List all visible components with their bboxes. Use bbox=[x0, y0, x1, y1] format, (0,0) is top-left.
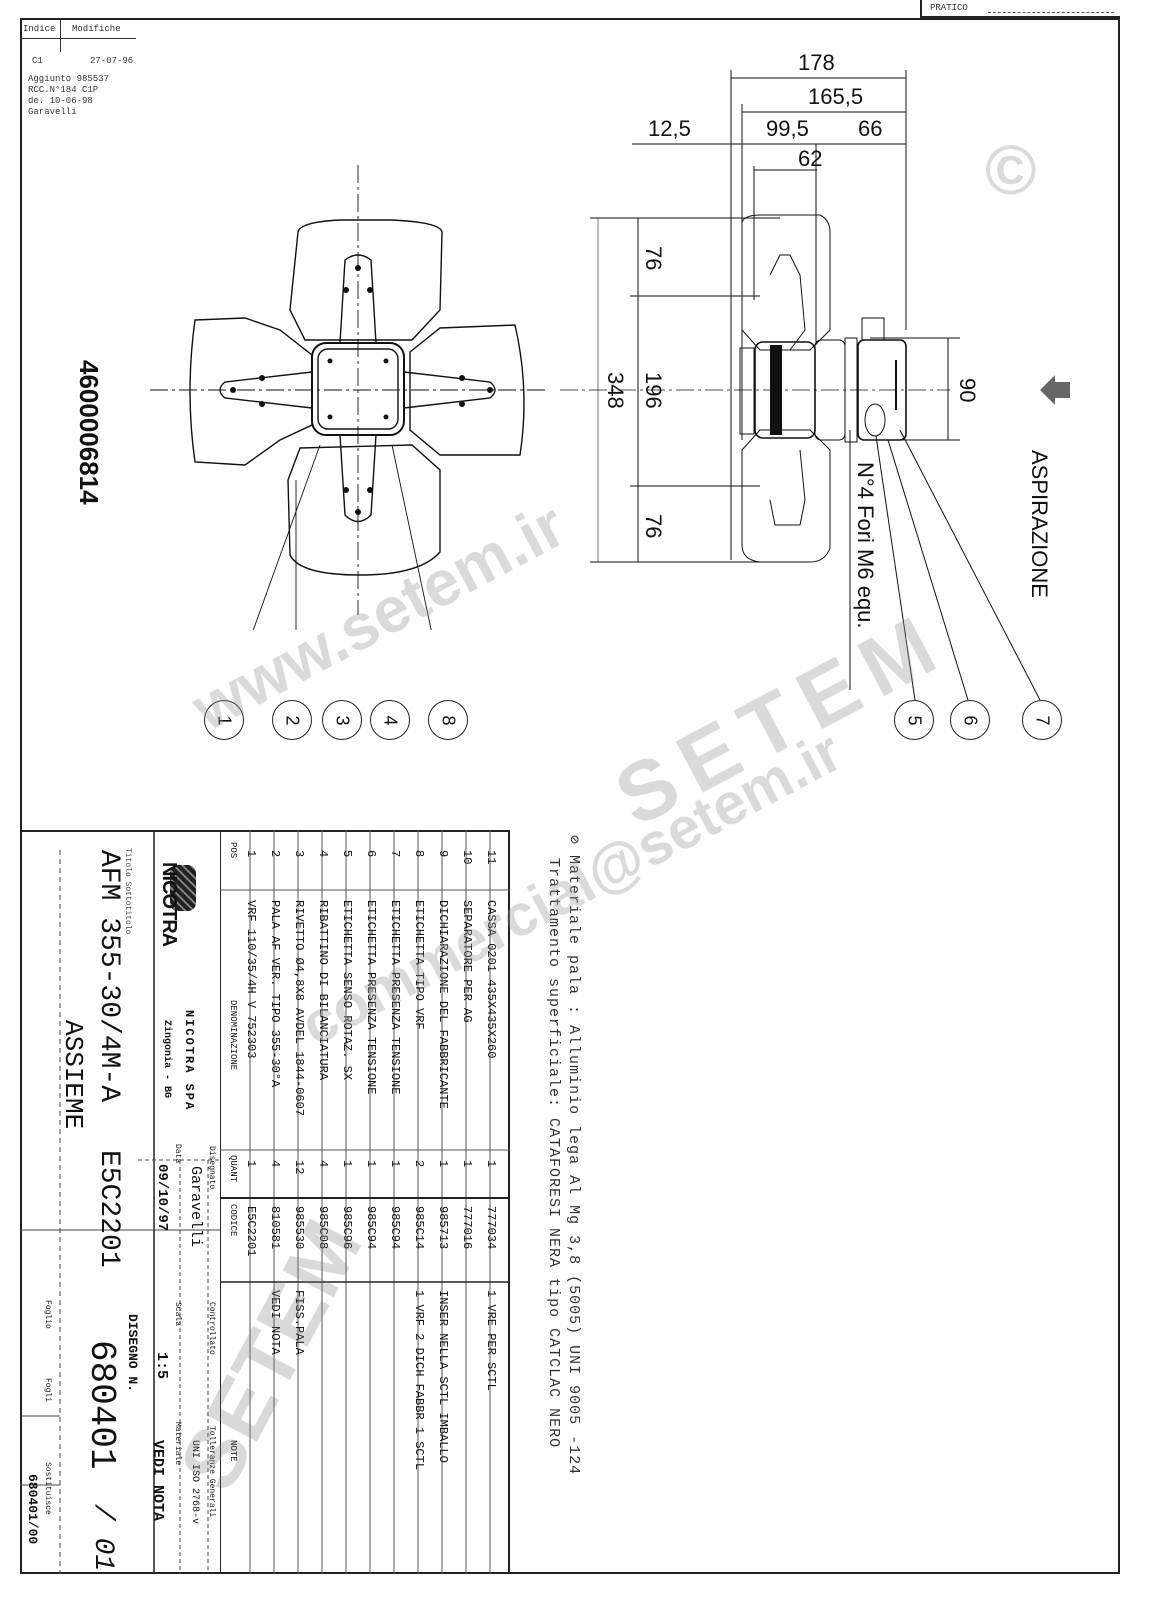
company-logo-text: NICOTRA bbox=[158, 862, 180, 947]
balloon-5: 5 bbox=[894, 700, 934, 740]
balloon-4: 4 bbox=[370, 700, 410, 740]
dim-348: 348 bbox=[603, 372, 628, 409]
dim-76-top: 76 bbox=[641, 246, 666, 271]
bom-header-qty: QUANT bbox=[228, 1155, 238, 1183]
pratico-line bbox=[988, 12, 1114, 13]
balloon-3: 3 bbox=[322, 700, 362, 740]
scale-value: 1:5 bbox=[153, 1352, 170, 1380]
checked-label: Controllato bbox=[207, 1302, 216, 1355]
material-value: VEDI NOTA bbox=[149, 1440, 166, 1522]
dim-196: 196 bbox=[641, 372, 666, 409]
tolerance-label: Tolleranze Generali bbox=[207, 1426, 216, 1518]
balloon-1: 1 bbox=[204, 700, 244, 740]
model-name: AFM 355-30/4M-A bbox=[93, 850, 124, 1103]
dim-90: 90 bbox=[955, 378, 980, 403]
dim-178: 178 bbox=[798, 50, 835, 75]
pratico-box: PRATICO bbox=[920, 0, 1120, 18]
dim-99-5: 99,5 bbox=[766, 116, 809, 141]
nicotra-logo bbox=[170, 865, 200, 955]
assembly-subtitle: ASSIEME bbox=[58, 1020, 88, 1130]
dim-76-bottom: 76 bbox=[641, 514, 666, 539]
revision-date: 27-07-96 bbox=[90, 56, 134, 66]
fan-front-view bbox=[150, 165, 545, 630]
replaces-label: Sostituisce bbox=[43, 1462, 52, 1515]
bom-header-pos: POS bbox=[228, 842, 238, 859]
balloon-8: 8 bbox=[428, 700, 468, 740]
balloon-6: 6 bbox=[950, 700, 990, 740]
airflow-label: ASPIRAZIONE bbox=[1027, 450, 1052, 598]
tolerance-value: UNI ISO 2768-v bbox=[189, 1440, 200, 1525]
scale-label: Scala bbox=[173, 1302, 182, 1327]
title-block-grid bbox=[20, 830, 220, 1574]
drawing-revision: / 01 bbox=[87, 1504, 118, 1572]
bom-grid bbox=[220, 830, 510, 1574]
revision-table: Indice Modifiche C1 27-07-96 Aggiunto 98… bbox=[20, 18, 136, 158]
sheets-label: Fogli bbox=[43, 1378, 52, 1403]
revision-col-changes: Modifiche bbox=[72, 24, 121, 34]
dim-66: 66 bbox=[858, 116, 883, 141]
replaces-value: 680401/00 bbox=[25, 1474, 40, 1545]
material-note-line2: Trattamento superficiale: CATAFORESI NER… bbox=[545, 858, 562, 1449]
revision-note: Aggiunto 985537 RCC.N°184 C1P de. 10-06-… bbox=[28, 74, 110, 117]
holes-note: N°4 Fori M6 equ. bbox=[853, 462, 878, 629]
designer-name: Garavelli bbox=[187, 1166, 204, 1248]
material-note-line1: ⊘ Materiale pala : Alluminio lega Al Mg … bbox=[565, 835, 582, 1476]
sheet-label: Foglio bbox=[43, 1300, 52, 1329]
revision-index: C1 bbox=[32, 56, 43, 66]
balloon-7: 7 bbox=[1022, 700, 1062, 740]
dim-165-5: 165,5 bbox=[808, 84, 864, 109]
bom-header-denomination: DENOMINAZIONE bbox=[228, 1000, 238, 1071]
bom-header-notes: NOTE bbox=[228, 1440, 238, 1462]
drawing-date: 09/10/97 bbox=[154, 1164, 170, 1232]
company-full: NICOTRA SPA bbox=[182, 1010, 196, 1112]
fan-side-view bbox=[560, 70, 1070, 701]
revision-col-index: Indice bbox=[23, 24, 56, 34]
date-label: Data bbox=[173, 1144, 182, 1164]
title-label: Titolo Sottotitolo bbox=[123, 848, 132, 935]
bom-header-code: CODICE bbox=[228, 1204, 238, 1237]
drawing-number-label: DISEGNO N. bbox=[125, 1314, 140, 1393]
dim-12-5: 12,5 bbox=[648, 116, 691, 141]
dim-62: 62 bbox=[798, 146, 823, 171]
bom-table bbox=[20, 830, 510, 1574]
designer-label: Disegnato bbox=[207, 1146, 216, 1190]
drawing-frame bbox=[20, 18, 1120, 1574]
logo-mark-icon bbox=[170, 865, 196, 911]
drawing-number: 680401 bbox=[81, 1340, 122, 1470]
part-code: 4600006814 bbox=[74, 360, 104, 505]
pratico-label: PRATICO bbox=[930, 3, 968, 13]
material-label: Materiale bbox=[173, 1422, 182, 1466]
balloon-2: 2 bbox=[272, 700, 312, 740]
company-location: Zingonia - BG bbox=[161, 1020, 172, 1099]
assembly-code: E5C2201 bbox=[93, 1150, 124, 1268]
